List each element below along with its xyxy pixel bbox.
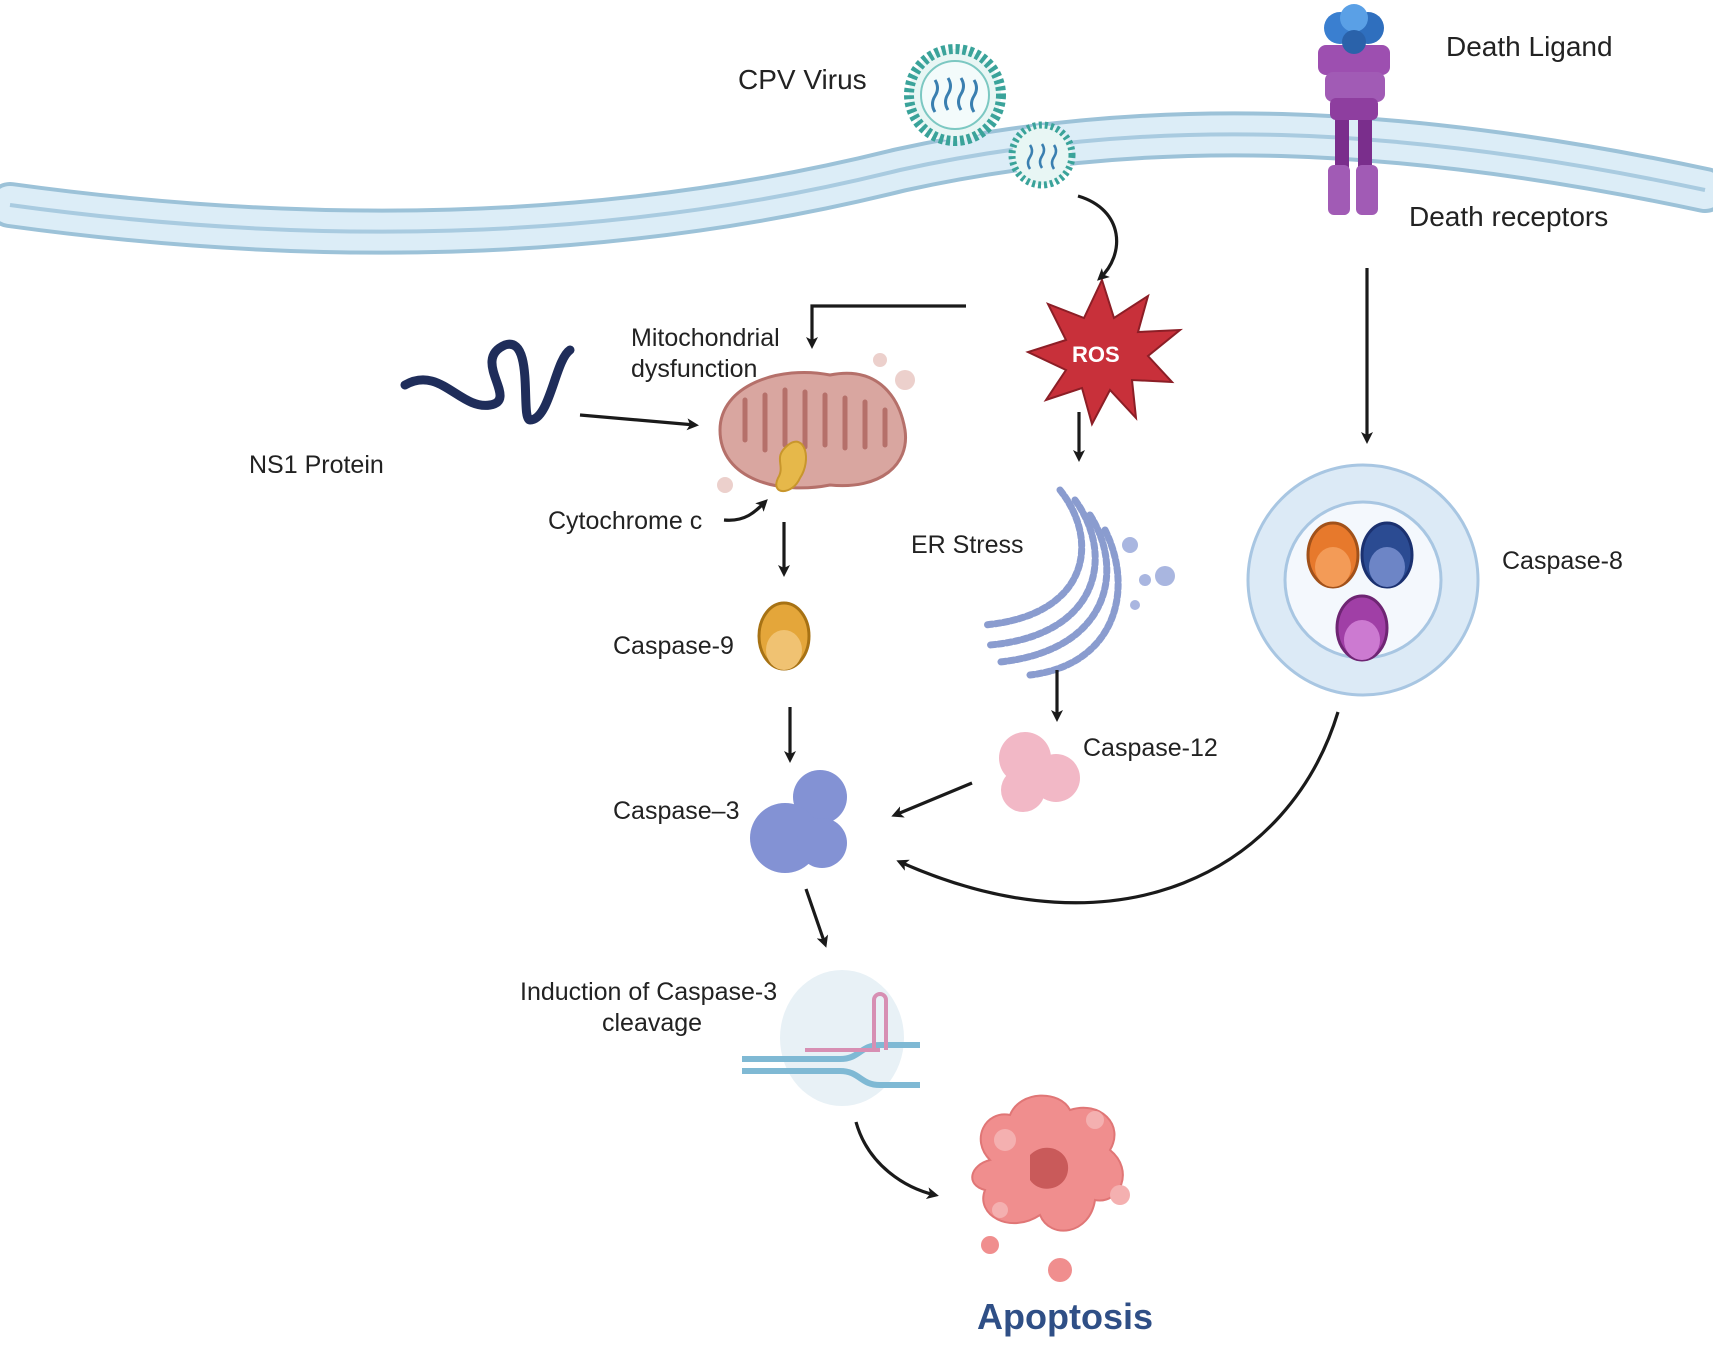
mitochondrial-label-line1: Mitochondrial [631, 324, 780, 352]
er-stress-label: ER Stress [911, 531, 1024, 559]
caspase-3-icon [750, 770, 847, 873]
caspase-9-label: Caspase-9 [613, 632, 734, 660]
caspase-12-label: Caspase-12 [1083, 734, 1218, 762]
cytochrome-c-icon [775, 440, 807, 493]
er-stress-icon [981, 486, 1122, 679]
arrow-cytochrome [723, 499, 768, 522]
induction-label-line1: Induction of Caspase-3 [520, 978, 777, 1006]
death-ligand-label: Death Ligand [1446, 31, 1613, 62]
caspase-3-cleavage-icon [742, 970, 920, 1106]
arrow-caspase3-to-cleavage [804, 888, 829, 948]
death-ligand-icon [1324, 4, 1384, 54]
apoptotic-cell-icon [971, 1094, 1130, 1282]
cpv-virus-entering-icon [1008, 121, 1076, 189]
apoptosis-label: Apoptosis [977, 1296, 1153, 1337]
caspase-9-icon [757, 601, 811, 671]
mitochondrial-label-line2: dysfunction [631, 355, 757, 383]
death-receptors-label: Death receptors [1409, 201, 1608, 232]
caspase-12-icon [999, 732, 1080, 812]
er-vesicles [1122, 537, 1175, 610]
ns1-protein-icon [400, 339, 575, 425]
ns1-protein-label: NS1 Protein [249, 451, 384, 479]
ros-burst-icon [1025, 277, 1183, 427]
induction-label-line2: cleavage [602, 1009, 702, 1037]
arrow-caspase8-to-caspase3 [896, 711, 1340, 905]
arrow-caspase12-to-caspase3 [891, 781, 973, 818]
arrow-cleavage-to-apoptosis [854, 1121, 939, 1200]
caspase-8-complex-icon [1246, 463, 1480, 697]
caspase-3-label: Caspase–3 [613, 797, 739, 825]
cpv-virus-icon [904, 44, 1006, 146]
arrow-ns1-to-mito [579, 413, 699, 431]
pathway-arrows [579, 194, 1373, 1200]
caspase-8-label: Caspase-8 [1502, 547, 1623, 575]
arrow-virus-to-ros [1077, 194, 1119, 281]
cytochrome-c-label: Cytochrome c [548, 507, 702, 535]
cpv-virus-label: CPV Virus [738, 64, 867, 95]
ros-label: ROS [1072, 342, 1120, 367]
death-receptor-icon [1318, 45, 1390, 215]
cell-membrane [0, 111, 1713, 255]
arrow-ros-to-mito [806, 304, 966, 349]
